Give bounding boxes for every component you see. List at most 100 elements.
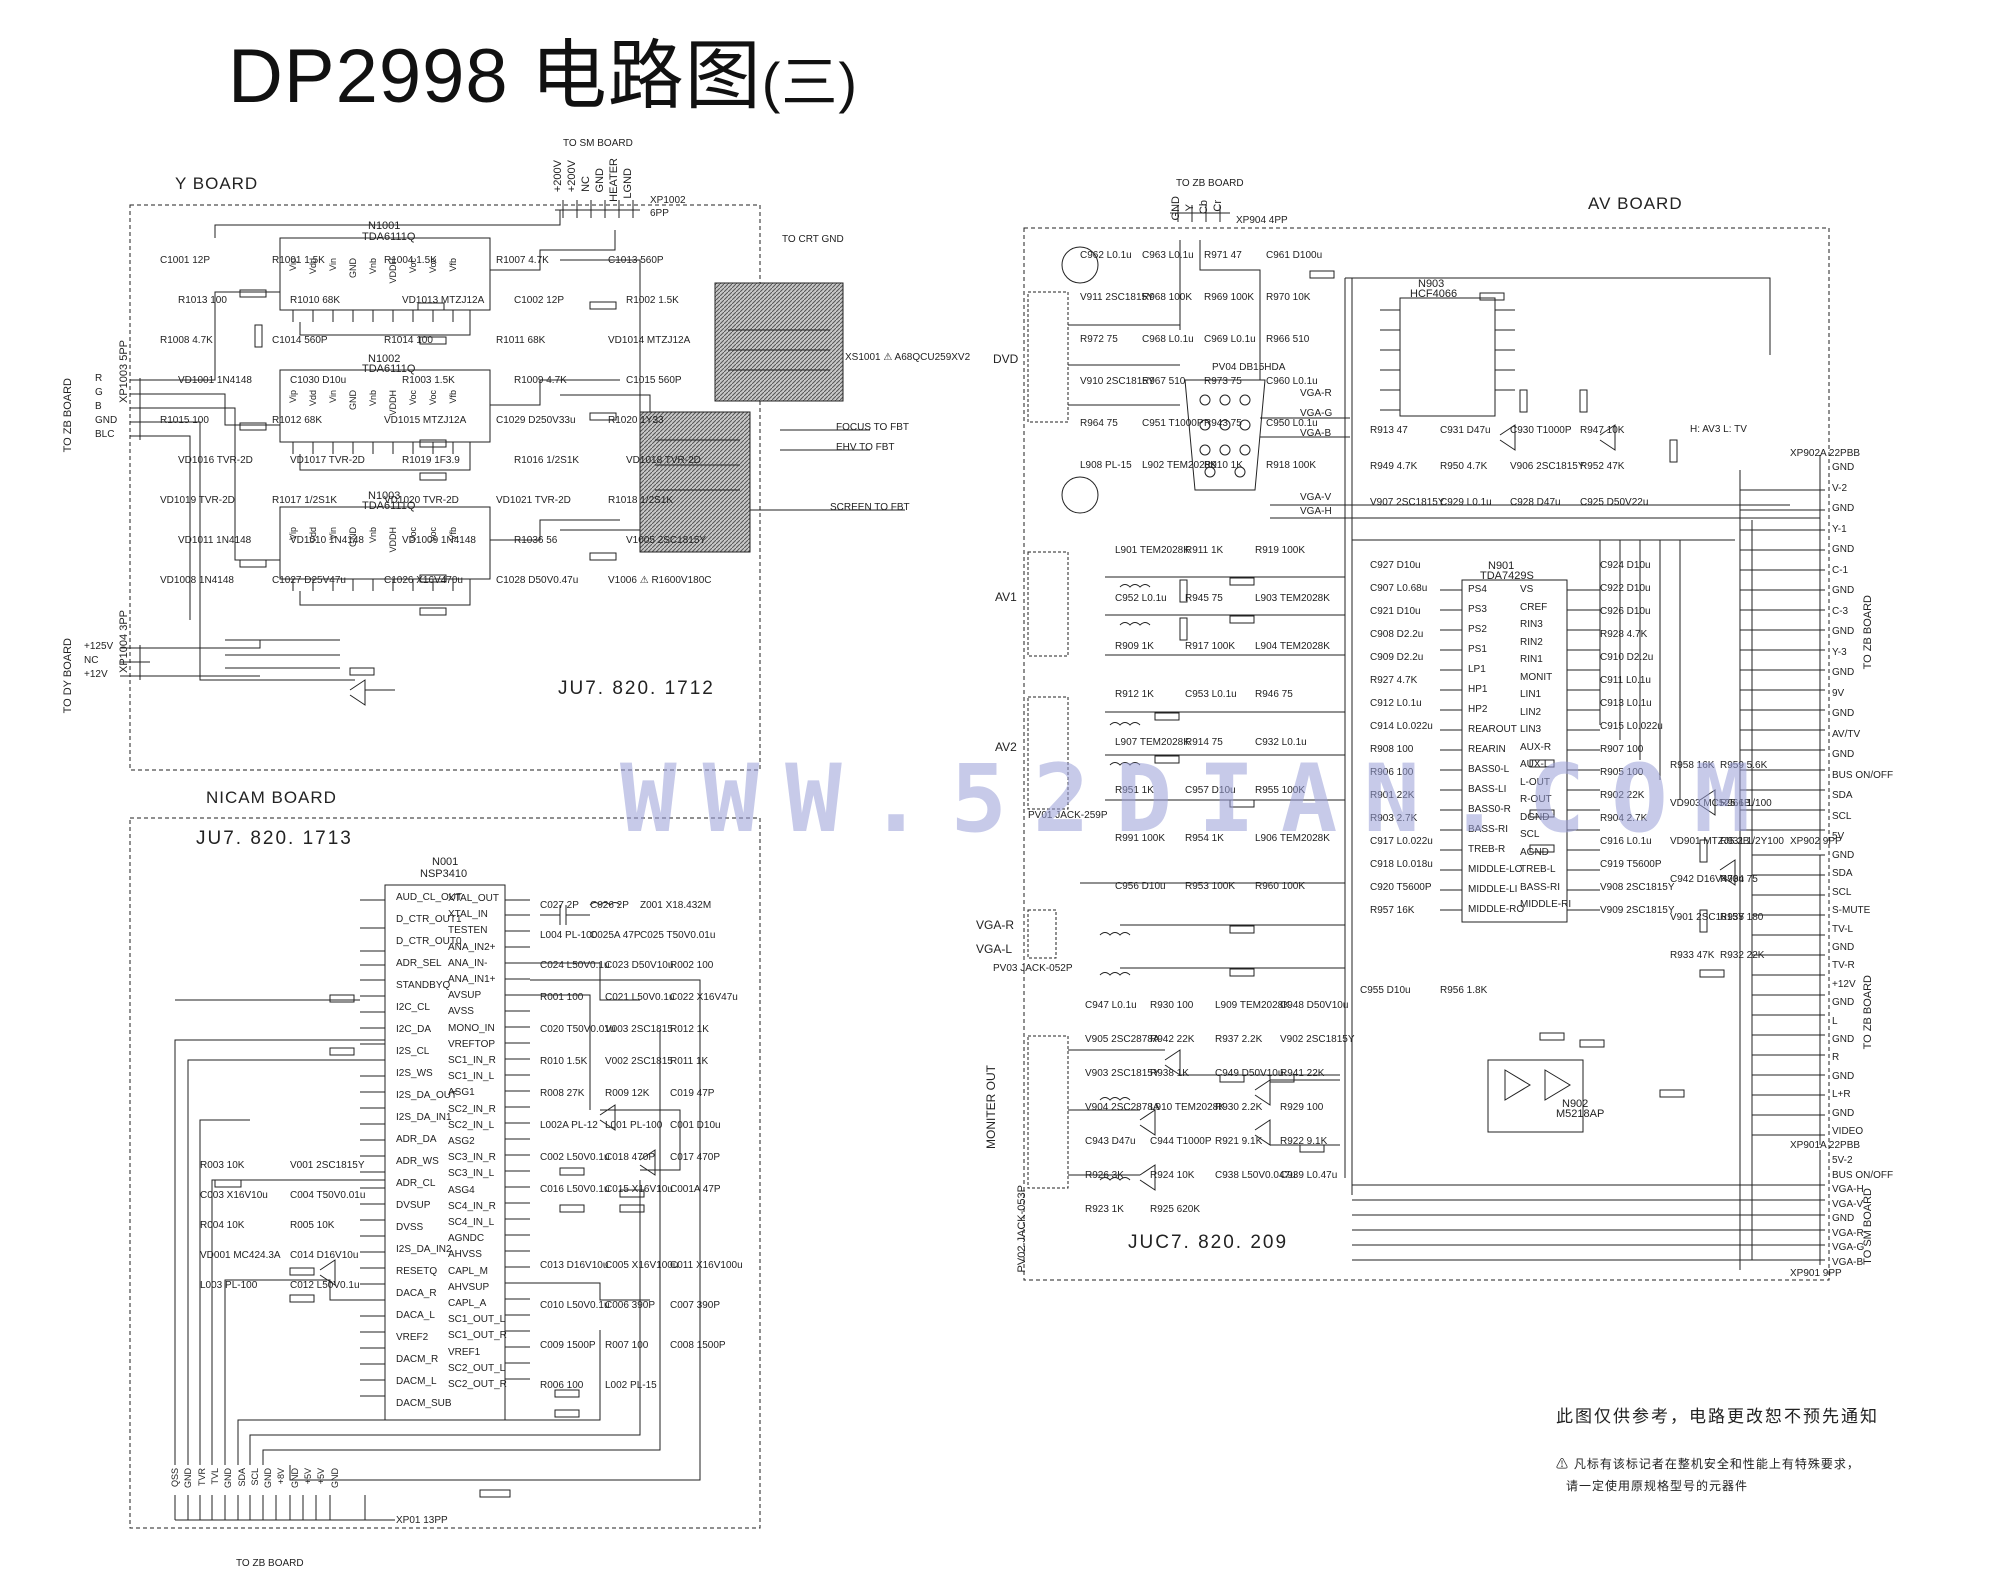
n001-right-pin-13: SC2_IN_R (448, 1103, 496, 1115)
nicam-left-rails (175, 999, 360, 1061)
n001-right-pin-17: SC3_IN_L (448, 1168, 495, 1180)
n001-right-pin-19: SC4_IN_R (448, 1200, 496, 1212)
page-title-main: DP2998 电路图 (228, 34, 762, 119)
av-part-60: C927 D10u (1370, 560, 1421, 571)
n001-left-pin-11: ADR_DA (396, 1134, 437, 1145)
av-part-39: R951 1K (1115, 785, 1154, 796)
av-part-128: R923 1K (1085, 1204, 1124, 1215)
av-part-110: R937 2.2K (1215, 1034, 1263, 1045)
y-left-connector: TO ZB BOARD (62, 378, 74, 453)
av-top-connector: TO ZB BOARD (1176, 178, 1244, 189)
xp901a-pin-6: VGA-G (1832, 1242, 1865, 1253)
n001-left-pin-6: I2C_DA (396, 1024, 432, 1035)
av-part-113: R938 1K (1150, 1068, 1189, 1079)
av-resistor-boxes (1154, 270, 1725, 1153)
y-top-pin-1: +200V (552, 160, 564, 193)
av-part-65: C926 D10u (1600, 606, 1651, 617)
n001-right-pin-29: SC2_OUT_L (448, 1362, 506, 1374)
av-right-connector-c: TO SM BOARD (1862, 1188, 1874, 1265)
av-part-106: L909 TEM2028K (1215, 1000, 1290, 1011)
av-part-81: R902 22K (1600, 790, 1645, 801)
y-part-0: C1001 12P (160, 255, 211, 266)
nicam-part-30: R003 10K (200, 1160, 245, 1171)
nicam-part-20: C019 47P (670, 1088, 715, 1099)
av-part-114: C949 D50V10u (1215, 1068, 1284, 1079)
xp902b-pin-4: TV-L (1832, 923, 1854, 935)
nicam-part-40: C013 D16V10u (540, 1260, 609, 1271)
xp902b-pin-8: GND (1832, 997, 1855, 1009)
n1003-part: TDA6111Q (362, 500, 416, 512)
n901-left-pin-0: PS4 (1468, 584, 1487, 595)
y-board-name: Y BOARD (175, 174, 259, 193)
n901-right-pin-7: LIN2 (1520, 706, 1542, 718)
av-part-103: R932 22K (1720, 950, 1765, 961)
nicam-part-5: C025 T50V0.01u (640, 930, 716, 941)
av-part-124: R926 3K (1085, 1170, 1124, 1181)
av-part-125: R924 10K (1150, 1170, 1195, 1181)
nicam-part-22: L001 PL-100 (605, 1120, 663, 1131)
vga-b-label: VGA-B (1300, 428, 1332, 439)
s-video-jack-2 (1061, 476, 1099, 514)
av-part-44: L906 TEM2028K (1255, 833, 1330, 844)
av-part-120: C943 D47u (1085, 1136, 1136, 1147)
n1001-ref: N1001 (368, 220, 401, 232)
xp902a-pin-14: GND (1832, 749, 1855, 760)
y-part-19: C1015 560P (626, 375, 682, 386)
nicam-part-1: C026 2P (590, 900, 629, 911)
vga-g-label: VGA-G (1300, 408, 1333, 419)
xp902b-pin-9: L (1832, 1015, 1838, 1027)
y-part-16: C1030 D10u (290, 375, 347, 386)
nicam-transistor-v001 (319, 1259, 336, 1286)
av-n901-left-pins (1440, 589, 1462, 911)
av-top-pin-3: Cb (1198, 200, 1210, 215)
nicam-part-0: C027 2P (540, 900, 579, 911)
nicam-part-39: C012 L50V0.1u (290, 1280, 360, 1291)
av-bus-3 (1345, 277, 1771, 355)
jack-pv03: PV03 JACK-052P (993, 963, 1073, 974)
nicam-part-2: Z001 X18.432M (640, 900, 712, 911)
av-part-66: C908 D2.2u (1370, 629, 1424, 640)
av-top-pin-2: Y (1184, 204, 1196, 212)
av-right-connector-b: TO ZB BOARD (1862, 975, 1874, 1050)
pv04-ref: PV04 DB15HDA (1212, 362, 1286, 373)
y-ic-pin-1-0: Vip (288, 390, 298, 403)
av-part-59: C925 D50V22u (1580, 497, 1649, 508)
av2-jack-block (1027, 696, 1069, 810)
xp902a-pin-17: SCL (1832, 810, 1852, 822)
n901-right-pin-12: R-OUT (1520, 794, 1552, 805)
n901-left-pin-8: REARIN (1468, 744, 1506, 755)
nicam-bus-2 (187, 1059, 385, 1465)
nicam-part-42: C011 X16V100u (670, 1260, 743, 1271)
crt-socket-lower (639, 411, 751, 553)
y-ic-pin-1-4: Vnb (368, 390, 378, 407)
xp902a-pin-15: BUS ON/OFF (1832, 769, 1894, 781)
y-part-1: R1001 1.5K (272, 255, 325, 266)
nicam-part-44: C006 390P (605, 1300, 656, 1311)
y-part-28: R1016 1/2S1K (514, 455, 580, 466)
av-part-9: C968 L0.1u (1142, 334, 1194, 345)
av-part-26: R919 100K (1255, 545, 1306, 556)
n001-left-pin-17: RESETQ (396, 1266, 438, 1277)
av-part-90: R957 16K (1370, 905, 1415, 916)
y-rail-mid (490, 379, 620, 406)
av-right-connector-a: TO ZB BOARD (1862, 595, 1874, 670)
nicam-bottom-pin-1: GND (183, 1468, 194, 1488)
input-av1: AV1 (995, 590, 1017, 604)
n001-left-pin-22: DACM_L (396, 1376, 437, 1387)
nicam-part-10: C021 L50V0.1u (605, 992, 675, 1003)
nicam-board-code: JU7. 820. 1713 (196, 828, 353, 849)
n901-ref: N901 (1488, 560, 1515, 572)
ic-n1003 (279, 506, 491, 580)
y-top-pin-6: LGND (622, 168, 634, 199)
nicam-part-43: C010 L50V0.1u (540, 1300, 610, 1311)
xp902b-pin-5: GND (1832, 942, 1855, 953)
notice-safety-1: ⚠ 凡标有该标记者在整机安全和性能上有特殊要求， (1556, 1457, 1860, 1471)
y-board-code: JU7. 820. 1712 (558, 678, 715, 699)
nicam-part-38: L003 PL-100 (200, 1280, 258, 1291)
av-part-4: V911 2SC1815Y (1080, 292, 1154, 303)
av-part-24: L901 TEM2028K (1115, 545, 1190, 556)
av-part-13: R967 510 (1142, 376, 1186, 387)
xp1004-connector (120, 645, 150, 680)
av-part-17: C951 T1000P (1142, 418, 1204, 429)
n001-left-pin-13: ADR_CL (396, 1178, 436, 1189)
